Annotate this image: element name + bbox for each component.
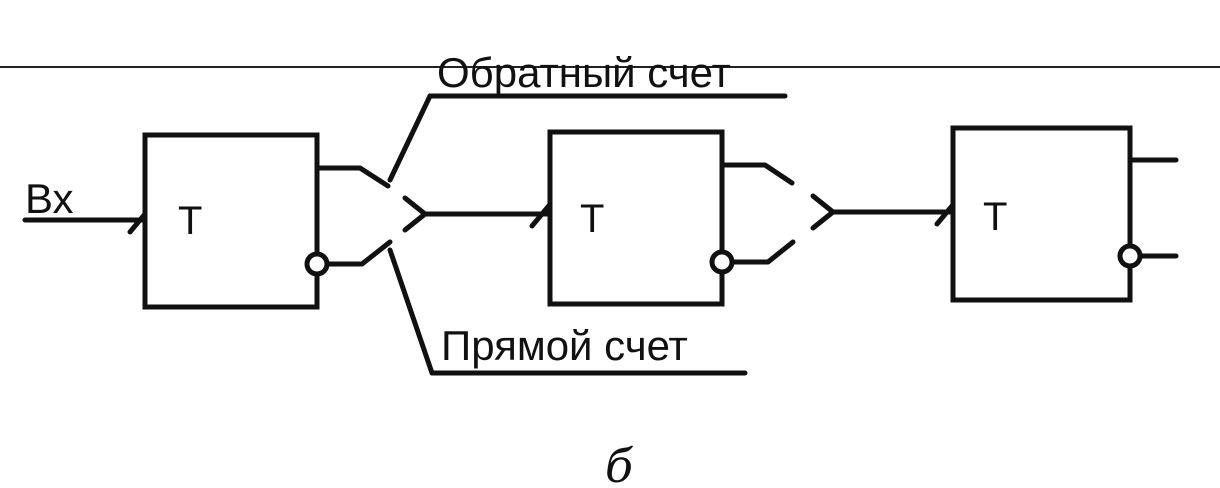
input-label: Вх — [25, 175, 74, 222]
trigger-1-inverted-output — [304, 251, 330, 277]
switch-2-selector — [810, 193, 836, 231]
figure-caption: б — [605, 439, 634, 488]
trigger-3-label: T — [983, 195, 1007, 239]
trigger-3: T — [950, 125, 1143, 303]
trigger-3-box — [950, 125, 1133, 303]
switch-2-direct-output — [719, 162, 795, 186]
trigger-3-inverted-output — [1117, 243, 1143, 269]
switch-1-inverse-output — [324, 239, 393, 267]
trigger-1-box — [142, 132, 320, 310]
reverse-count-leader — [387, 93, 433, 183]
forward-count-label: Прямой счет — [441, 322, 688, 369]
switch-2-inverse-output — [729, 239, 796, 265]
trigger-2: T — [547, 129, 735, 307]
forward-count-leader — [387, 247, 435, 376]
trigger-1-label: T — [178, 199, 202, 243]
trigger-2-box — [547, 129, 725, 307]
trigger-1: T — [142, 132, 330, 310]
reverse-count-label: Обратный счет — [437, 49, 731, 96]
trigger-2-label: T — [580, 197, 604, 241]
switch-1-direct-output — [314, 165, 391, 189]
trigger-2-inverted-output — [709, 249, 735, 275]
switch-1-selector — [402, 195, 428, 233]
